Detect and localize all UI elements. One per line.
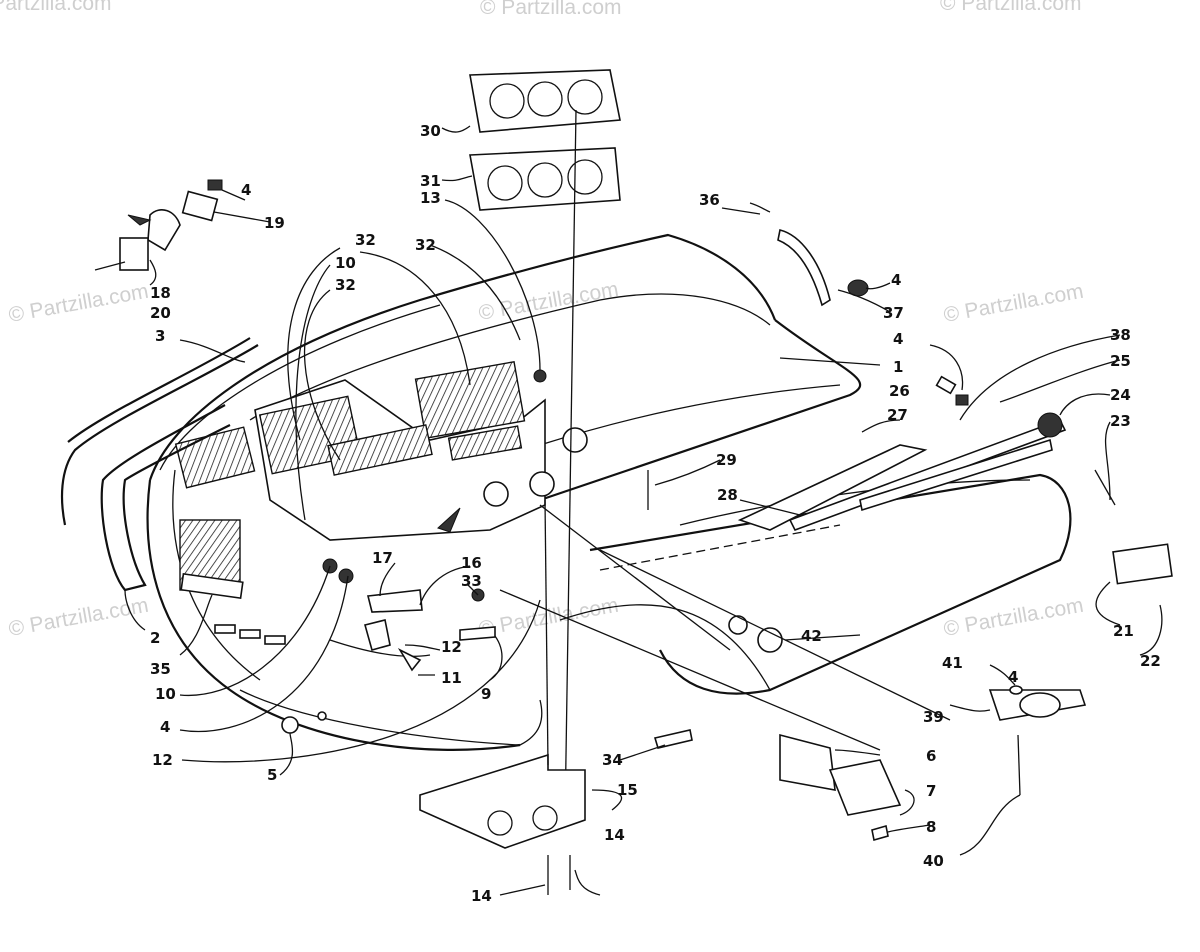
callout-21: 21 <box>1113 622 1134 640</box>
decal <box>447 425 523 461</box>
gauge-hole <box>562 427 588 453</box>
vent-slot <box>214 624 236 634</box>
callout-labels: 1 2 3 4 4 4 4 4 5 6 7 8 9 10 10 11 12 12… <box>150 122 1161 905</box>
callout-23: 23 <box>1110 412 1131 430</box>
gauge-hole <box>483 481 509 507</box>
callout-3: 3 <box>155 327 165 345</box>
callout-10: 10 <box>335 254 356 272</box>
callout-41: 41 <box>942 654 963 672</box>
watermark: © Partzilla.com <box>942 280 1085 327</box>
side-handle <box>180 572 244 600</box>
callout-32: 32 <box>415 236 436 254</box>
callout-4: 4 <box>160 718 170 736</box>
callout-12: 12 <box>441 638 462 656</box>
callout-34: 34 <box>602 751 623 769</box>
callout-6: 6 <box>926 747 936 765</box>
callout-32: 32 <box>355 231 376 249</box>
gauge-bezel-30 <box>469 69 621 133</box>
callout-31: 31 <box>420 172 441 190</box>
watermark: © Partzilla.com <box>940 0 1082 15</box>
watermark: © Partzilla.com <box>942 594 1085 641</box>
callout-38: 38 <box>1110 326 1131 344</box>
decal <box>414 360 526 440</box>
callout-16: 16 <box>461 554 482 572</box>
callout-37: 37 <box>883 304 904 322</box>
callout-2: 2 <box>150 629 160 647</box>
callout-4: 4 <box>891 271 901 289</box>
callout-28: 28 <box>717 486 738 504</box>
callout-15: 15 <box>617 781 638 799</box>
gauge-plates <box>469 69 621 821</box>
callout-20: 20 <box>150 304 171 322</box>
callout-11: 11 <box>441 669 462 687</box>
callout-30: 30 <box>420 122 441 140</box>
callout-39: 39 <box>923 708 944 726</box>
callout-18: 18 <box>150 284 171 302</box>
callout-12: 12 <box>152 751 173 769</box>
callout-14: 14 <box>604 826 625 844</box>
callout-27: 27 <box>887 406 908 424</box>
callout-33: 33 <box>461 572 482 590</box>
decal <box>174 426 256 489</box>
gauge-hole <box>529 471 555 497</box>
callout-22: 22 <box>1140 652 1161 670</box>
watermark: © Partzilla.com <box>7 594 150 641</box>
callout-19: 19 <box>264 214 285 232</box>
callout-24: 24 <box>1110 386 1131 404</box>
callout-4: 4 <box>1008 668 1018 686</box>
callout-4: 4 <box>893 330 903 348</box>
callout-4: 4 <box>241 181 251 199</box>
callout-17: 17 <box>372 549 393 567</box>
watermark: © Partzilla.com <box>0 0 112 15</box>
vent-slot <box>239 629 261 639</box>
vent-slot <box>264 635 286 645</box>
callout-40: 40 <box>923 852 944 870</box>
watermark: © Partzilla.com <box>477 594 620 641</box>
watermark: © Partzilla.com <box>7 280 150 327</box>
arrow-pointer <box>437 507 461 533</box>
gauge-bezel-31 <box>469 147 621 211</box>
callout-26: 26 <box>889 382 910 400</box>
callout-5: 5 <box>267 766 277 784</box>
callout-7: 7 <box>926 782 936 800</box>
callout-14: 14 <box>471 887 492 905</box>
callout-1: 1 <box>893 358 903 376</box>
callout-10: 10 <box>155 685 176 703</box>
windshield-trim <box>60 337 259 600</box>
hardware <box>94 179 1173 842</box>
watermark: © Partzilla.com <box>477 278 620 325</box>
callout-25: 25 <box>1110 352 1131 370</box>
callout-32: 32 <box>335 276 356 294</box>
callout-36: 36 <box>699 191 720 209</box>
callout-29: 29 <box>716 451 737 469</box>
dash-console <box>174 360 588 541</box>
decal <box>327 424 433 476</box>
callout-9: 9 <box>481 685 491 703</box>
callout-13: 13 <box>420 189 441 207</box>
watermark: © Partzilla.com <box>480 0 622 19</box>
callout-8: 8 <box>926 818 936 836</box>
bottom-plate <box>419 499 586 895</box>
leader-lines <box>124 125 1163 896</box>
callout-42: 42 <box>801 627 822 645</box>
callout-35: 35 <box>150 660 171 678</box>
hood-drawing <box>146 233 1072 751</box>
